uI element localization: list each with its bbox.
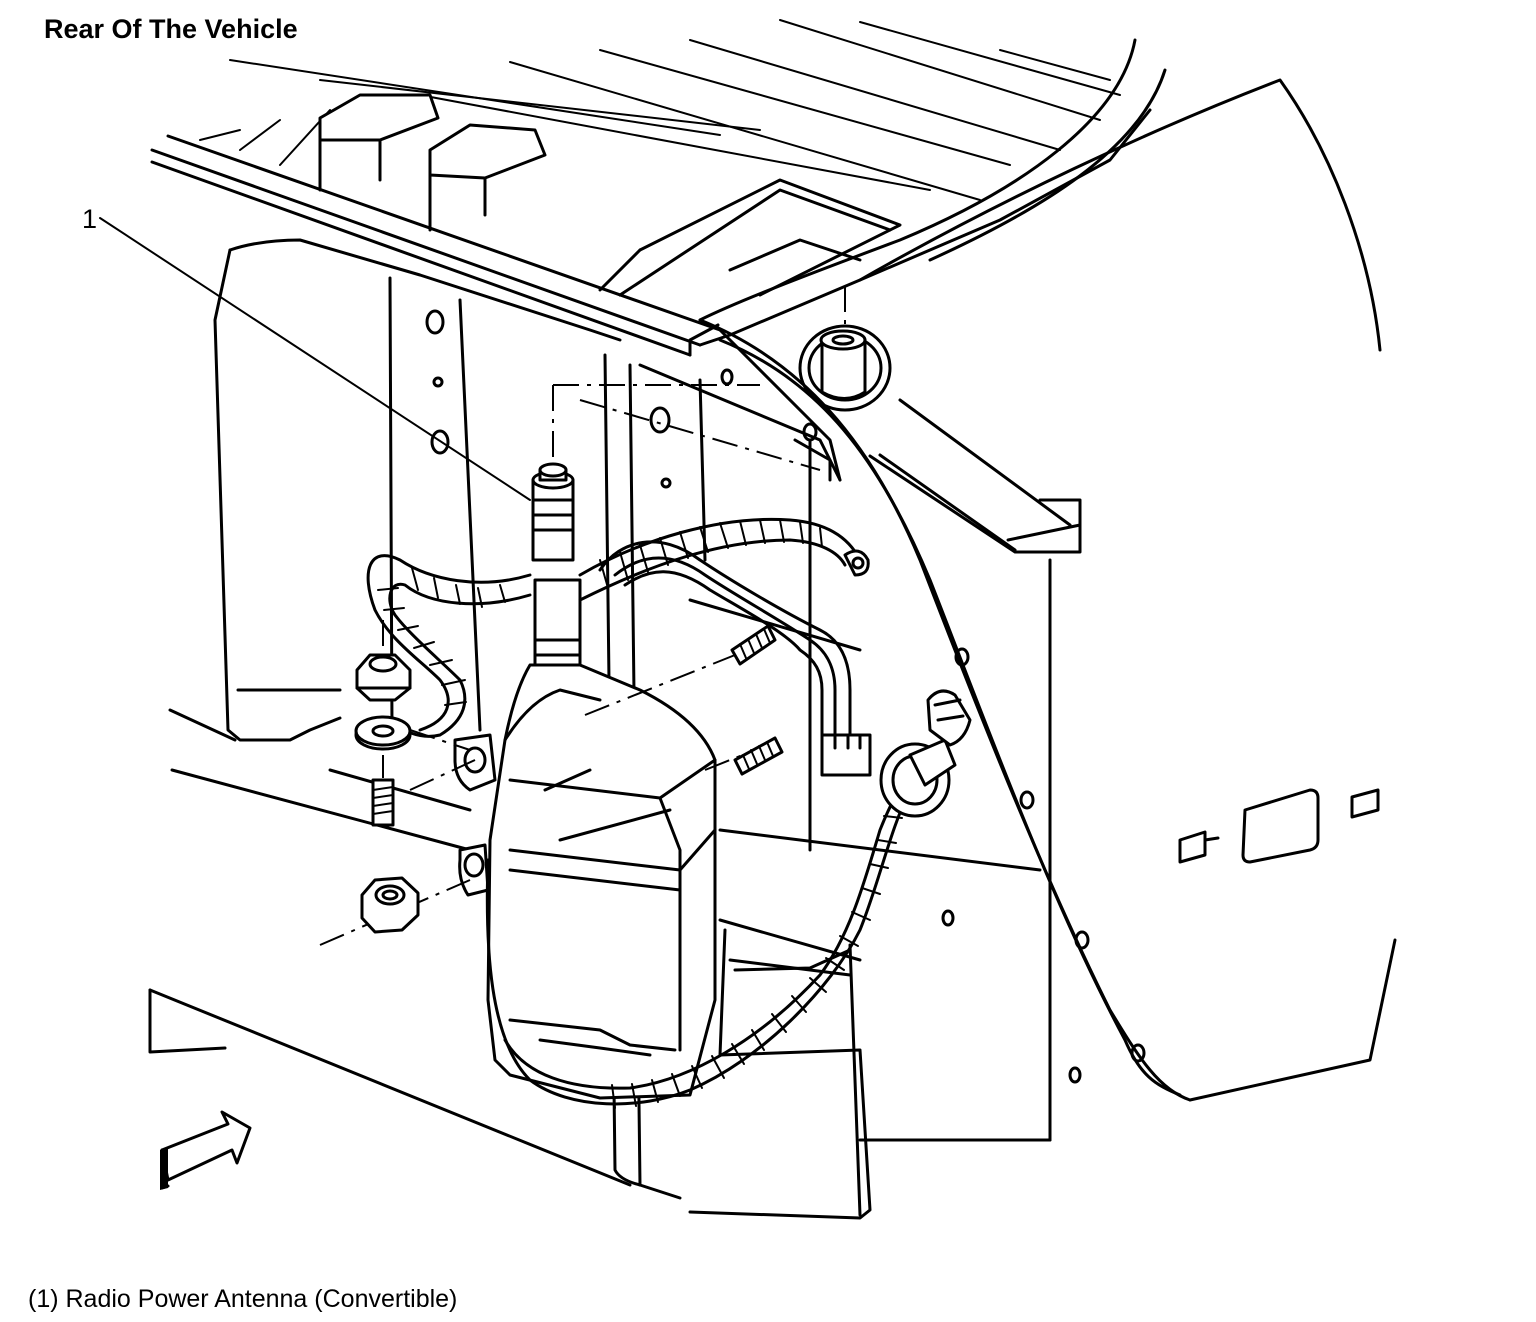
view-direction-arrow — [160, 1110, 252, 1190]
middle-stud — [733, 736, 784, 776]
callout-1-leader — [99, 217, 531, 501]
left-body-panel — [148, 238, 632, 1187]
washer — [354, 715, 412, 751]
legend-item-1: (1) Radio Power Antenna (Convertible) — [28, 1285, 458, 1313]
upper-hex-nut — [355, 620, 412, 702]
antenna-fasteners — [354, 620, 784, 934]
antenna-wiring-harness — [366, 517, 972, 1109]
radio-power-antenna — [319, 384, 821, 1100]
trunk-grommet — [798, 286, 892, 412]
upper-stud — [730, 624, 777, 666]
callout-number-1: 1 — [82, 204, 98, 234]
diagram-heading: Rear Of The Vehicle — [44, 14, 298, 44]
lower-stud — [371, 755, 395, 827]
quarter-panel — [688, 78, 1397, 1142]
trunk-floor-panel — [150, 19, 1167, 482]
lower-hex-nut — [360, 876, 420, 934]
lower-body-panel — [688, 918, 872, 1220]
